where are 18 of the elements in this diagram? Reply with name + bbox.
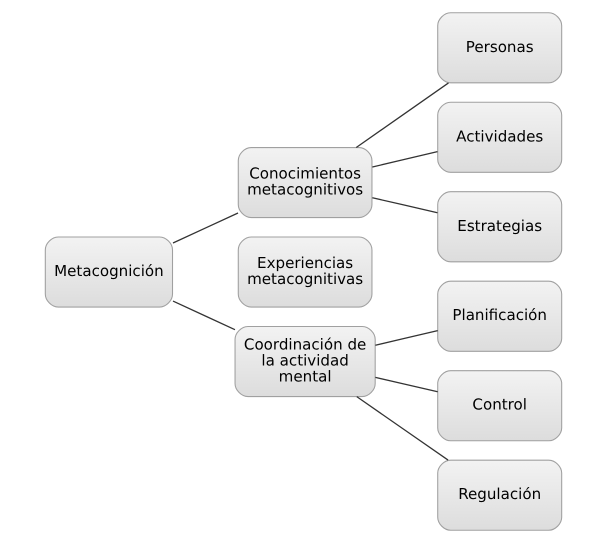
node-box: Actividades: [436, 102, 562, 173]
connector: [172, 300, 235, 330]
node-box: Estrategias: [436, 191, 562, 262]
connector: [172, 212, 238, 244]
connector: [355, 82, 448, 148]
connector: [356, 396, 448, 461]
node-box: Planificación: [436, 280, 562, 352]
node-box: Regulación: [436, 460, 562, 531]
node-box: Control: [436, 370, 562, 442]
node-box: Coordinación de la actividad mental: [234, 326, 376, 398]
connector: [372, 197, 438, 214]
connector: [372, 151, 438, 168]
connector: [374, 376, 438, 392]
node-box: Personas: [436, 12, 562, 84]
connector: [374, 330, 438, 346]
node-box: Experiencias metacognitivas: [237, 236, 372, 308]
node-box: Conocimientos metacognitivos: [237, 146, 372, 218]
node-box: Metacognición: [44, 236, 173, 308]
